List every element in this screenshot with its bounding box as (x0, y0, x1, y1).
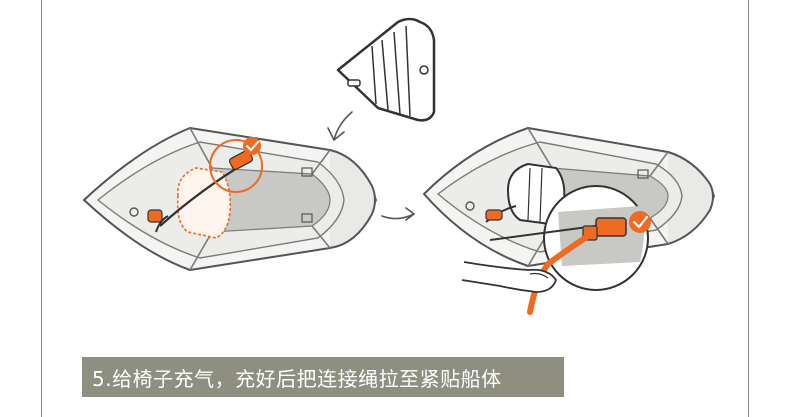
seat-cushion-icon (338, 19, 434, 120)
caption-text: 5.给椅子充气，充好后把连接绳拉至紧贴船体 (92, 363, 502, 392)
arrow-down-left-icon (328, 112, 352, 140)
arrow-right-icon (382, 208, 414, 220)
instruction-caption: 5.给椅子充气，充好后把连接绳拉至紧贴船体 (82, 357, 564, 397)
hand-icon (462, 262, 556, 292)
checkmark-badge-icon (243, 137, 261, 155)
boat-right (424, 128, 714, 312)
boat-left (84, 128, 376, 270)
checkmark-badge-icon (629, 211, 651, 233)
